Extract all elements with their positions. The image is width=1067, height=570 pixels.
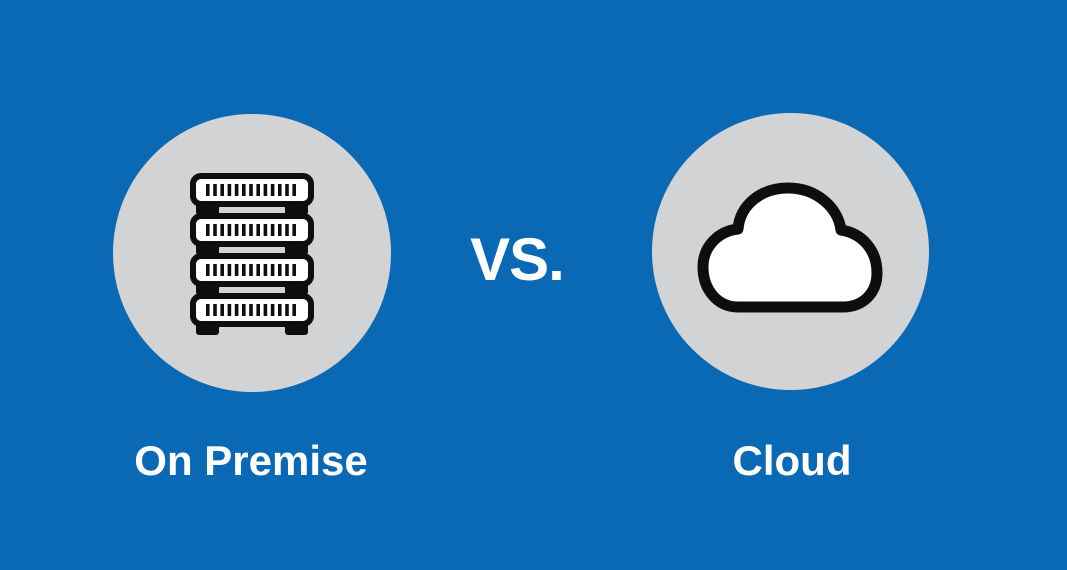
vs-label: VS. [470, 226, 565, 293]
on-premise-label: On Premise [134, 437, 368, 484]
on-premise-circle [113, 114, 391, 392]
cloud-circle [652, 113, 929, 390]
cloud-icon [697, 182, 882, 312]
server-stack-icon [190, 173, 314, 335]
cloud-label: Cloud [732, 437, 852, 484]
